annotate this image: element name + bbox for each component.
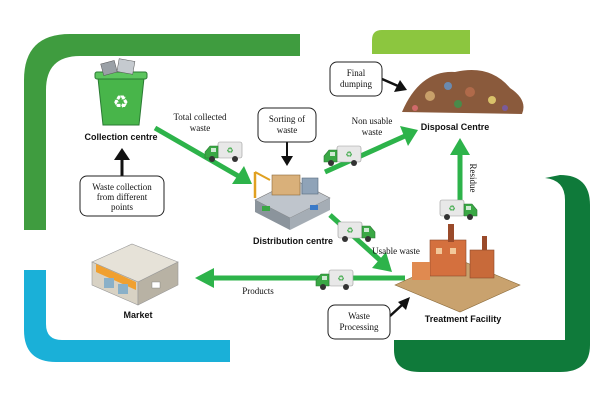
frame-top-right (372, 30, 470, 54)
frame-bottom-left (24, 270, 230, 362)
box-waste-processing-line2: Processing (340, 322, 379, 332)
box-sorting-line1: Sorting of (269, 114, 305, 124)
box-waste-collection-line3: points (111, 202, 134, 212)
pointer-arrows (114, 77, 410, 317)
frame-top-left (24, 34, 300, 230)
node-treatment-facility: Treatment Facility (425, 314, 502, 324)
box-final-dumping: Final dumping (329, 61, 383, 97)
edge-total-collected-line1: Total collected (173, 112, 227, 122)
box-waste-collection: Waste collection from different points (79, 175, 165, 217)
svg-text:♻: ♻ (113, 92, 129, 113)
recycle-bin-icon: ♻ (94, 58, 148, 126)
box-final-dumping-line2: dumping (340, 79, 373, 89)
arrow-distribution-to-disposal (323, 133, 407, 175)
edge-products: Products (242, 286, 274, 296)
box-waste-processing: Waste Processing (327, 304, 391, 340)
node-distribution-centre: Distribution centre (253, 236, 333, 246)
edge-residue: Residue (468, 164, 478, 193)
node-disposal-centre: Disposal Centre (421, 122, 490, 132)
landfill-icon (402, 70, 524, 114)
box-waste-collection-line2: from different (97, 192, 148, 202)
node-market: Market (123, 310, 152, 320)
box-waste-processing-line1: Waste (348, 311, 370, 321)
box-waste-collection-line1: Waste collection (92, 182, 152, 192)
edge-non-usable-line1: Non usable (352, 116, 393, 126)
arrow-collection-to-distribution (153, 125, 242, 180)
treatment-plant-icon (394, 224, 521, 313)
box-final-dumping-line1: Final (347, 68, 366, 78)
edge-total-collected-line2: waste (190, 123, 211, 133)
decorative-frame (24, 30, 590, 372)
edge-non-usable-line2: waste (362, 127, 383, 137)
node-collection-centre: Collection centre (84, 132, 157, 142)
edge-usable-waste: Usable waste (372, 246, 420, 256)
market-building-icon (91, 243, 179, 306)
frame-bottom-right (394, 175, 590, 372)
box-sorting-line2: waste (277, 125, 298, 135)
box-sorting: Sorting of waste (257, 107, 317, 143)
factory-icon (253, 171, 331, 230)
flow-arrows (153, 125, 470, 288)
